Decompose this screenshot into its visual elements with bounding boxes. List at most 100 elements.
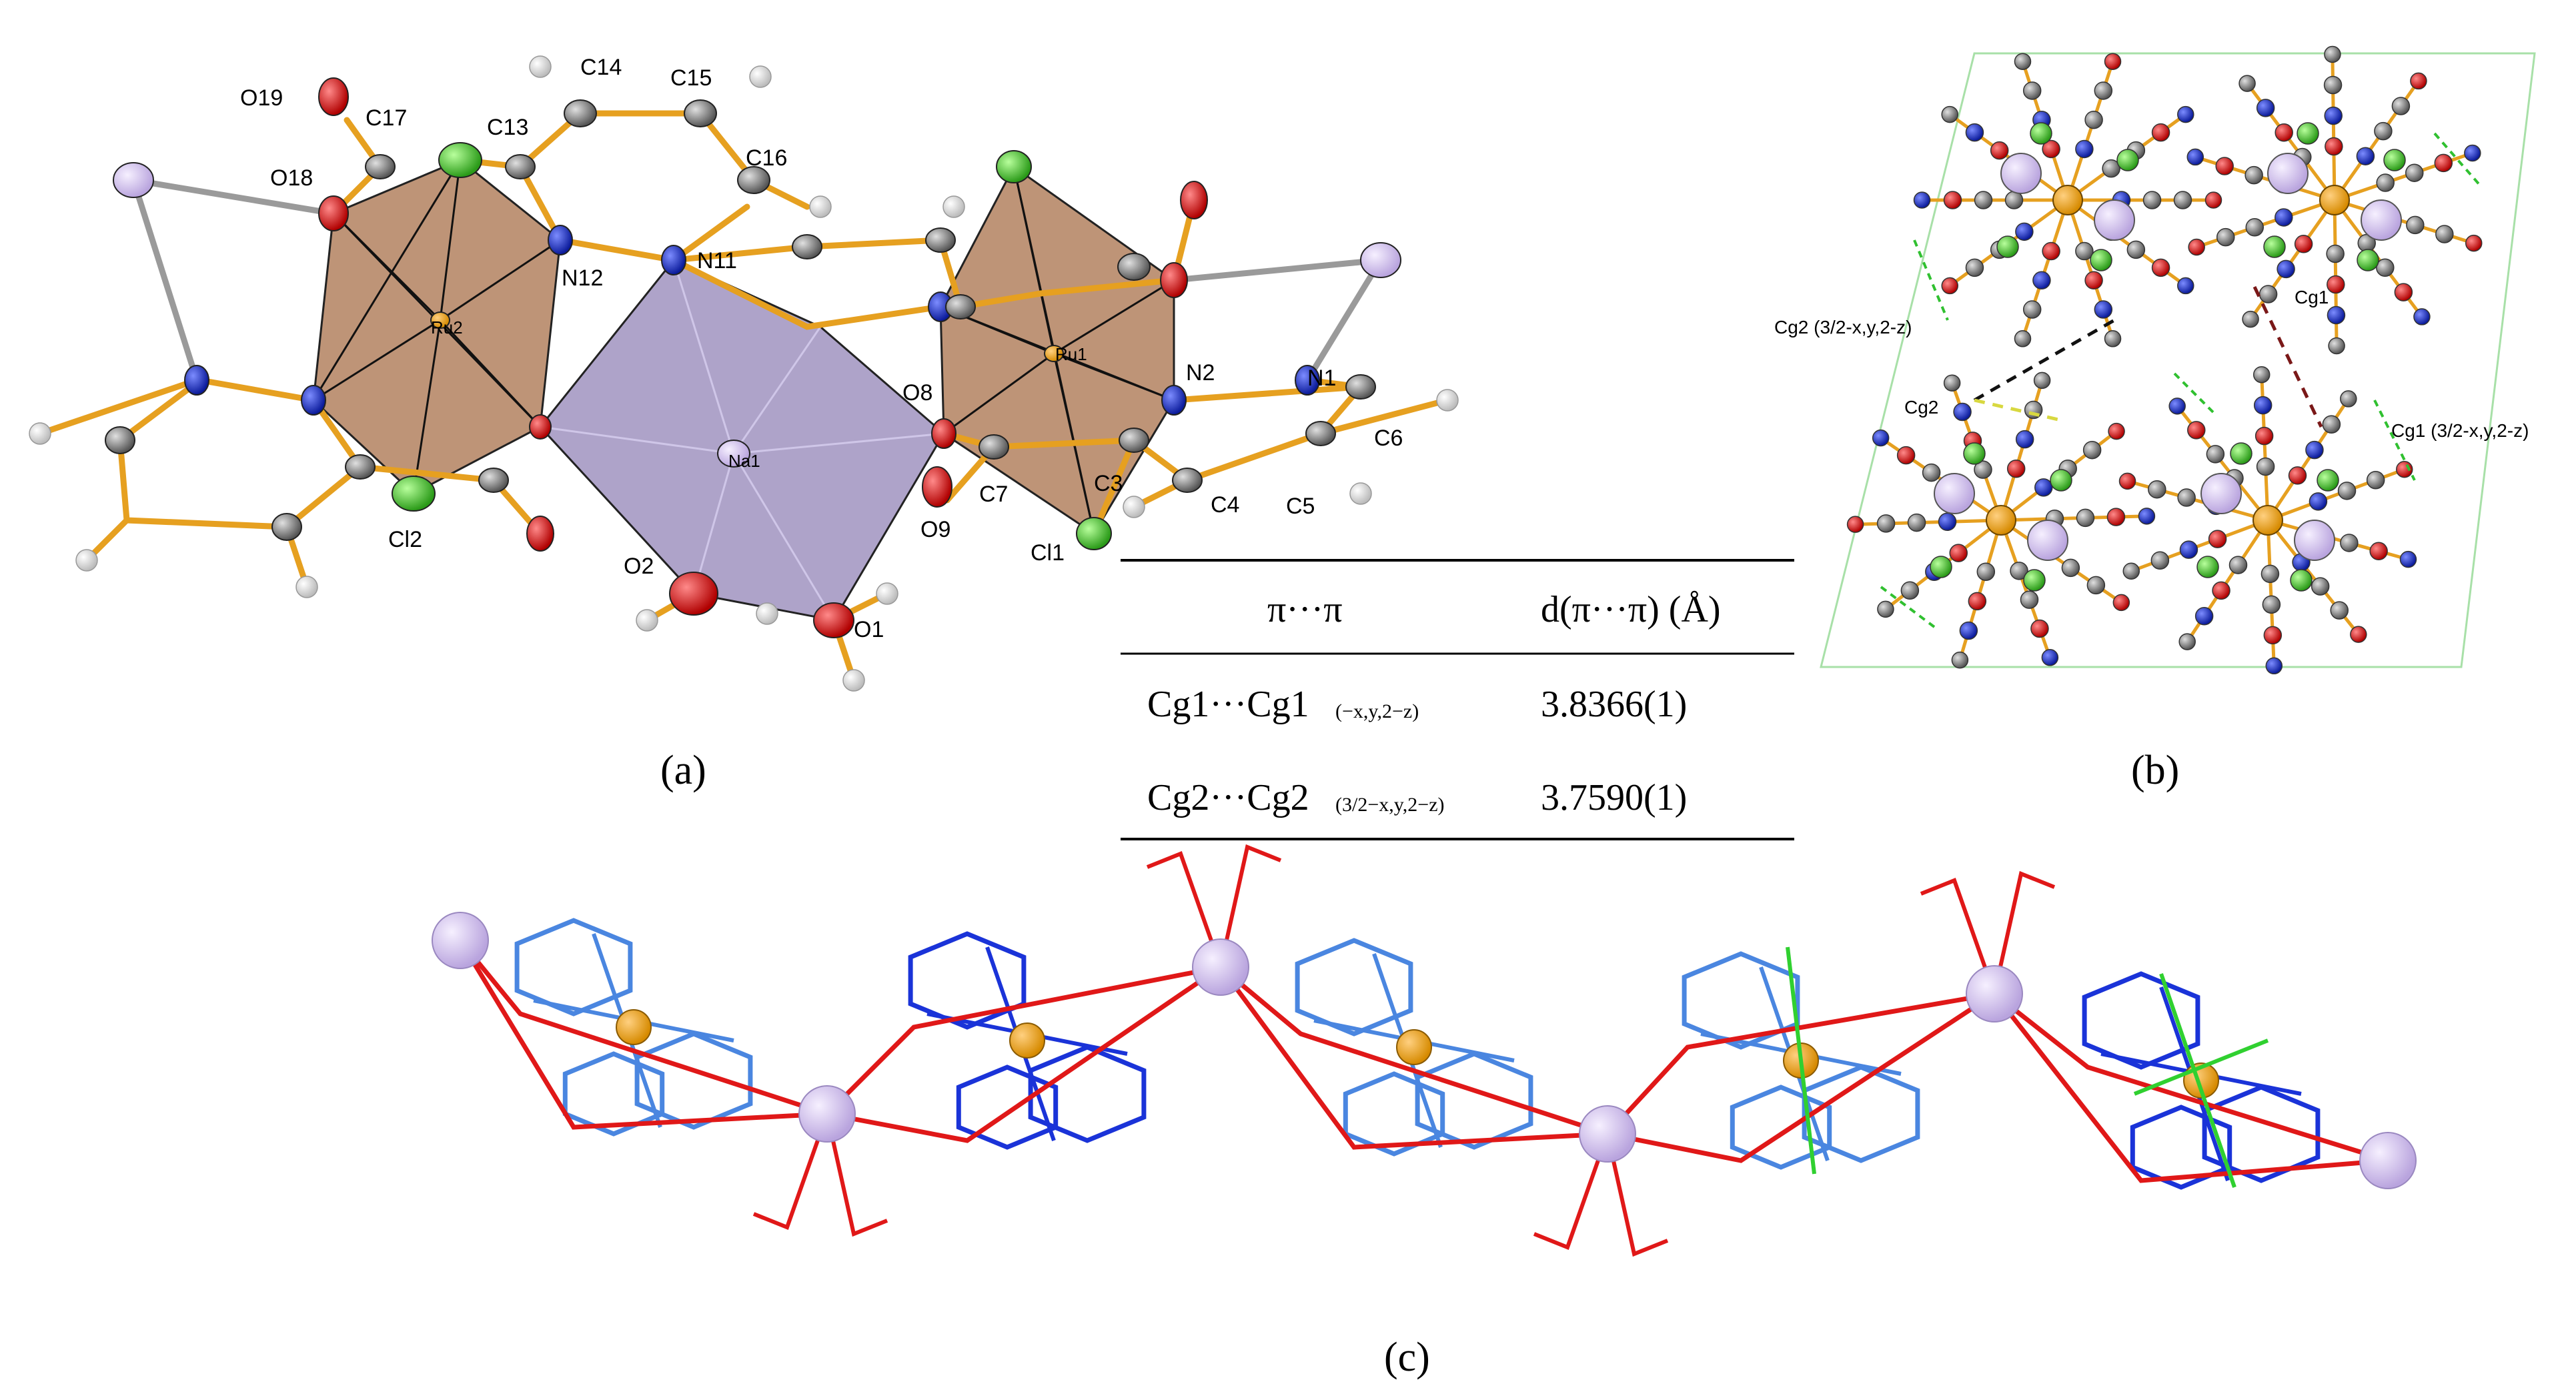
packing-atom — [2108, 422, 2125, 440]
chain-unit — [514, 918, 753, 1137]
packing-atom — [2126, 240, 2146, 259]
n11-atom — [661, 245, 686, 275]
packing-atom — [2434, 153, 2453, 173]
packing-atom — [2340, 390, 2357, 408]
packing-atom — [2187, 421, 2206, 440]
packing-cl-atom — [1996, 235, 2019, 258]
packing-atom — [2094, 81, 2113, 100]
label-cg2-sym: Cg2 (3/2-x,y,2-z) — [1774, 317, 1912, 337]
packing-atom — [2122, 562, 2140, 580]
hbond-contact — [1913, 239, 1949, 321]
pyridine-ring — [1730, 1085, 1832, 1170]
packing-atom — [2104, 330, 2122, 348]
packing-atom — [2288, 466, 2307, 485]
packing-atom — [2014, 330, 2032, 348]
packing-cl-atom — [2116, 149, 2139, 171]
n2-atom — [1161, 385, 1187, 416]
cl2-atom — [392, 476, 436, 512]
label-cl1: Cl1 — [1031, 540, 1065, 566]
pyridine-ring — [514, 918, 633, 1016]
ru2-atom — [430, 311, 450, 329]
o-atom-right — [1160, 262, 1188, 298]
packing-atom — [2323, 75, 2343, 95]
panel-b-packing: Cg2 (3/2-x,y,2-z) Cg1 Cg2 Cg1 (3/2-x,y,2… — [1774, 45, 2536, 675]
packing-atom — [2033, 372, 2051, 390]
chain-unit — [908, 931, 1147, 1150]
label-ru1: Ru1 — [1055, 344, 1087, 364]
c17-atom — [365, 154, 396, 179]
packing-atom — [1951, 651, 1969, 669]
packing-atom — [2410, 72, 2427, 90]
packing-atom — [2015, 222, 2034, 241]
pyridine-ring — [1682, 951, 1800, 1050]
packing-atom — [1953, 402, 1972, 422]
packing-atom — [2244, 165, 2263, 185]
label-c5: C5 — [1286, 494, 1315, 519]
packing-atom — [2061, 558, 2080, 578]
packing-atom — [2256, 99, 2275, 117]
na-o-bond — [1992, 992, 2389, 1163]
label-o19: O19 — [240, 85, 283, 111]
na-o-bond — [1219, 965, 1608, 1150]
label-cl2: Cl2 — [388, 527, 422, 552]
water-ligand — [1219, 844, 1282, 968]
packing-na-atom — [2361, 199, 2402, 241]
packing-atom — [2228, 556, 2248, 574]
packing-atom — [2142, 191, 2162, 209]
water-ligand — [1533, 1133, 1609, 1250]
pyridine-ring — [562, 1051, 665, 1137]
table-header-distance: d(π···π) (Å) — [1541, 589, 1721, 630]
c-atom-left3 — [345, 454, 376, 480]
label-o8: O8 — [902, 380, 932, 406]
label-c7: C7 — [979, 482, 1008, 507]
packing-atom — [1941, 105, 1958, 123]
table-row-1-symmetry: (−x,y,2−z) — [1335, 700, 1419, 722]
packing-atom — [2350, 626, 2367, 643]
water-ligand — [752, 1113, 829, 1230]
packing-atom — [2032, 271, 2051, 290]
packing-ru-atom — [1986, 505, 2016, 536]
packing-atom — [2024, 400, 2043, 420]
packing-atom — [2324, 45, 2341, 63]
panel-a-atoms — [105, 77, 1401, 638]
table-row-1-distance: 3.8366(1) — [1541, 684, 1687, 725]
panel-a-na-contacts — [130, 177, 1384, 384]
chain-na-atom — [2359, 1132, 2417, 1189]
packing-cl-atom — [1930, 556, 1952, 578]
c14-atom — [564, 99, 597, 127]
panel-a-label: (a) — [660, 748, 706, 793]
packing-atom — [1965, 258, 1984, 277]
label-o1: O1 — [854, 617, 884, 642]
packing-atom — [2138, 508, 2156, 525]
c4-atom — [1172, 468, 1203, 493]
packing-atom — [2294, 235, 2313, 253]
packing-atom — [2112, 594, 2130, 612]
packing-atom — [1974, 460, 1992, 479]
na-o-bond — [825, 964, 1221, 1116]
packing-atom — [1943, 374, 1961, 392]
packing-atom — [2261, 564, 2280, 584]
packing-atom — [2262, 595, 2281, 614]
packing-atom — [1872, 429, 1890, 447]
packing-atom — [2022, 300, 2042, 319]
packing-ru-atom — [2319, 185, 2350, 215]
packing-atom — [2252, 366, 2271, 384]
c-atom-ru1 — [1117, 253, 1151, 281]
packing-atom — [2006, 460, 2026, 478]
label-cg2: Cg2 — [1904, 397, 1938, 418]
packing-na-atom — [2267, 153, 2309, 194]
packing-cl-atom — [2230, 442, 2252, 465]
chain-na-atom — [1966, 965, 2023, 1022]
na-o-bond — [826, 965, 1222, 1143]
packing-atom — [2186, 148, 2204, 166]
panel-b-label: (b) — [2131, 748, 2179, 793]
packing-atom — [2435, 225, 2454, 243]
c-atom-mid — [478, 468, 509, 493]
packing-cluster — [2118, 366, 2417, 675]
label-c13: C13 — [487, 115, 528, 140]
packing-atom — [1913, 191, 1931, 209]
c-atom-ring-mid — [925, 227, 956, 253]
packing-atom — [1974, 191, 1993, 209]
ru-cl-bond — [1786, 946, 1816, 1175]
